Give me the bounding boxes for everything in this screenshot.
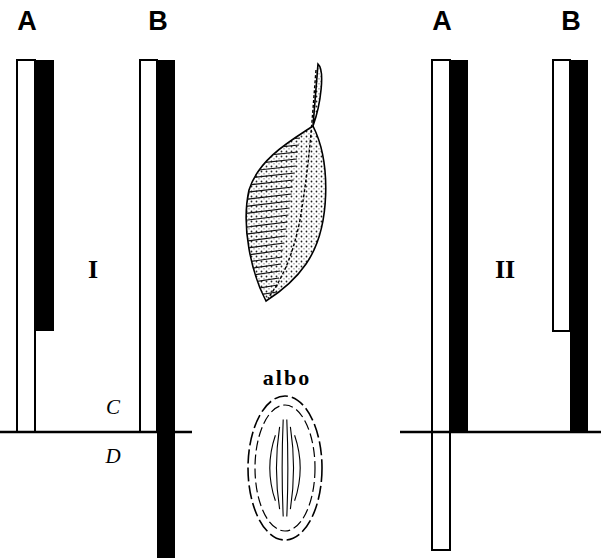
bar-black (450, 60, 468, 432)
bar-outline (553, 60, 570, 331)
level-letter: D (105, 444, 120, 469)
leaf-cell (240, 64, 326, 301)
level-letter: C (106, 395, 120, 420)
bar-letter: A (17, 6, 37, 37)
bar-letter: B (148, 6, 168, 37)
bar-black (570, 60, 588, 432)
bar-outline (17, 60, 35, 432)
bar-outline (140, 60, 157, 432)
diagram-one (0, 60, 192, 558)
diagram-two (400, 60, 601, 550)
bar-outline (432, 60, 450, 550)
diagram-numeral: II (495, 255, 515, 285)
oval-grain (248, 396, 322, 540)
baseline (400, 431, 601, 434)
bar-letter: B (561, 6, 581, 37)
diagram-numeral: I (88, 255, 98, 285)
bar-black (157, 60, 175, 558)
baseline (0, 431, 192, 434)
bar-letter: A (432, 6, 452, 37)
specimen-label: albo (263, 365, 311, 391)
bar-black (36, 60, 54, 331)
